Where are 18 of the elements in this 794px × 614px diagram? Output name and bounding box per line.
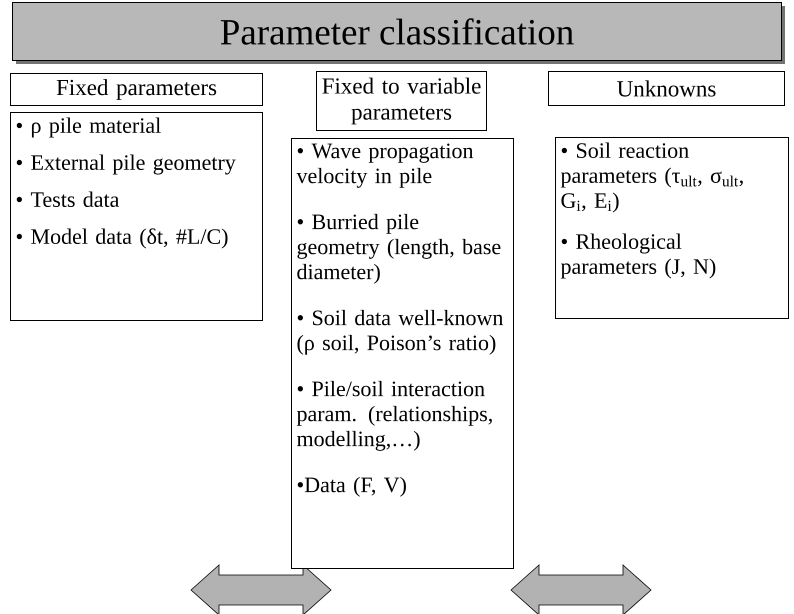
bullet-item: • Tests data <box>16 192 120 207</box>
title-box: Parameter classification <box>12 2 782 61</box>
bullet-item: •Data (F, V) <box>298 476 406 497</box>
bullet-item: • Burried pile geometry (length, base diameter) <box>297 214 500 284</box>
header-box: Fixed to variable parameters <box>316 71 487 131</box>
header-box: Fixed parameters <box>10 73 263 106</box>
bullet-item: • Model data (δt, #L/C) <box>16 228 228 248</box>
bullet-item: • Soil reaction parameters (τ$_{ult}$, σ$_{ult}$, G$_{i}$, E$_{i}$) <box>560 142 743 212</box>
bullet-item: • Wave propagation velocity in pile <box>296 144 474 188</box>
bullet-item: • External pile geometry <box>16 154 236 175</box>
list-box <box>10 112 263 321</box>
bullet-item: • ρ pile material <box>16 118 161 138</box>
bullet-item: • Pile/soil interaction param. (relationships, modelling,…) <box>296 380 492 451</box>
bullet-item: • Soil data well-known (ρ soil, Poison’s ratio) <box>297 310 504 355</box>
bullet-item: • Rheological parameters (J, N) <box>560 234 716 278</box>
header-box: Unknowns <box>548 71 785 106</box>
list-box <box>555 137 789 319</box>
list-box <box>291 138 514 569</box>
